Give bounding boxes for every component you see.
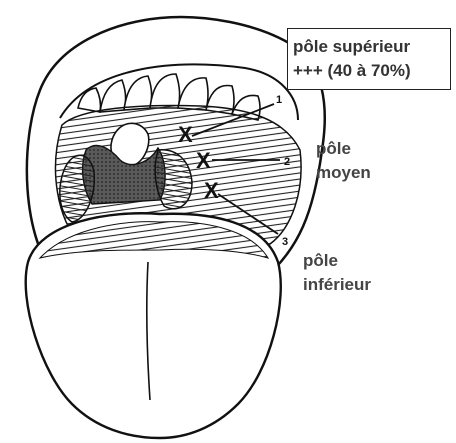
lower-pole-label-line1: pôle xyxy=(303,250,338,272)
upper-pole-label-line1: pôle supérieur xyxy=(293,36,410,58)
marker-number-1: 1 xyxy=(276,94,282,106)
middle-pole-label-line1: pôle xyxy=(316,138,351,160)
lower-pole-label-line2: inférieur xyxy=(303,274,371,296)
marker-number-2: 2 xyxy=(284,156,290,168)
x-mark-middle: X xyxy=(196,148,211,173)
upper-pole-label-line2: +++ (40 à 70%) xyxy=(293,60,411,82)
x-mark-lower: X xyxy=(204,178,219,203)
middle-pole-label-line2: moyen xyxy=(316,162,371,184)
marker-number-3: 3 xyxy=(282,236,288,248)
x-mark-upper: X xyxy=(178,122,193,147)
